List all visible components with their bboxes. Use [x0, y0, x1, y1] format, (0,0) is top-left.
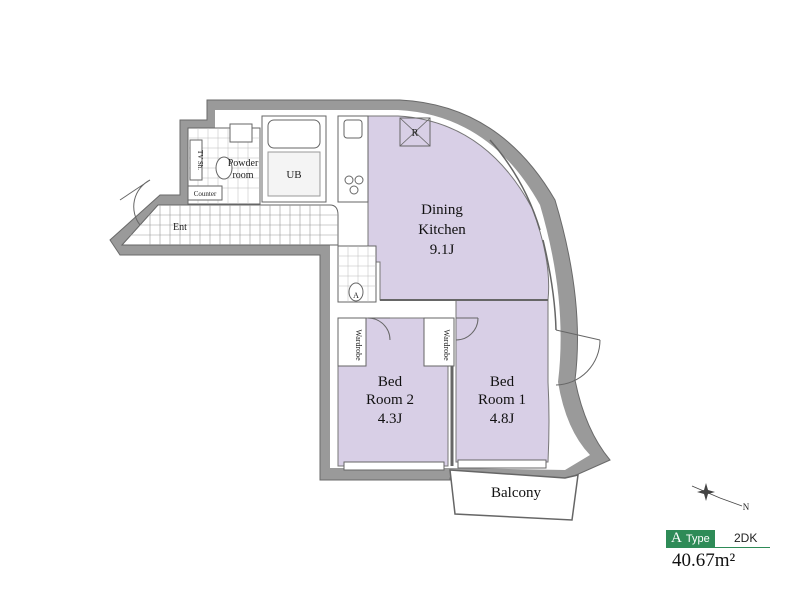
bedroom-1-area	[455, 299, 550, 463]
entrance-door	[119, 179, 151, 226]
wardrobe-bedroom-1	[423, 317, 455, 367]
type-word: Type	[685, 533, 710, 545]
bedroom-2-window	[343, 461, 445, 471]
wardrobe-label: Wardrobe	[442, 329, 451, 361]
bedroom-1-size: 4.8J	[490, 411, 515, 427]
unit-type-info: A Type 2DK 40.67m²	[666, 530, 776, 578]
layout-type: 2DK	[734, 531, 758, 545]
bedroom-1-label-1: Bed	[490, 374, 515, 390]
refrigerator-mark: R	[412, 128, 419, 139]
door-bedroom-2	[367, 317, 391, 341]
entrance-tile-grid	[125, 205, 338, 245]
entrance-label: Ent	[173, 222, 187, 233]
compass-north-label: N	[743, 502, 750, 512]
balcony-area	[449, 469, 579, 521]
kitchen-counter	[337, 115, 369, 203]
stove-burner	[344, 175, 354, 185]
curved-window	[489, 139, 541, 231]
side-door	[555, 329, 601, 386]
bath-floor	[267, 151, 321, 197]
washing-machine	[229, 123, 253, 143]
ac-mark: A	[353, 291, 359, 300]
door-bedroom-1	[455, 317, 479, 341]
curved-window	[542, 239, 557, 331]
dining-kitchen-label-2: Kitchen	[418, 222, 466, 238]
type-underline	[666, 547, 770, 548]
kitchen-sink	[343, 119, 363, 139]
counter-box	[187, 185, 223, 201]
stove-burner	[354, 175, 364, 185]
wardrobe-bedroom-2	[337, 317, 367, 367]
bathtub	[267, 119, 321, 149]
bedroom-1-label-2: Room 1	[478, 392, 526, 408]
floor-area: 40.67m²	[672, 550, 736, 571]
type-letter: A	[671, 530, 682, 546]
refrigerator-space	[399, 117, 431, 147]
tv-shelf	[189, 139, 203, 181]
balcony-label: Balcony	[491, 485, 541, 501]
dining-kitchen-size: 9.1J	[430, 242, 455, 258]
dining-kitchen-label-1: Dining	[421, 202, 463, 218]
tv-shelf-label: TV Sh.	[196, 150, 204, 170]
washbasin	[215, 156, 233, 180]
powder-room-label-2: room	[232, 170, 253, 181]
bedroom-1-window	[457, 459, 547, 469]
bedroom-2-size: 4.3J	[378, 411, 403, 427]
unit-bath-label: UB	[286, 169, 301, 181]
bedroom-2-label-2: Room 2	[366, 392, 414, 408]
stove-burner	[349, 185, 359, 195]
counter-label: Counter	[194, 190, 217, 198]
bedroom-2-label-1: Bed	[378, 374, 403, 390]
toilet-bowl	[348, 282, 364, 302]
wardrobe-label: Wardrobe	[354, 329, 363, 361]
powder-room-label-1: Powder	[228, 158, 259, 169]
type-badge: A Type	[666, 530, 715, 547]
compass-icon	[691, 483, 743, 507]
